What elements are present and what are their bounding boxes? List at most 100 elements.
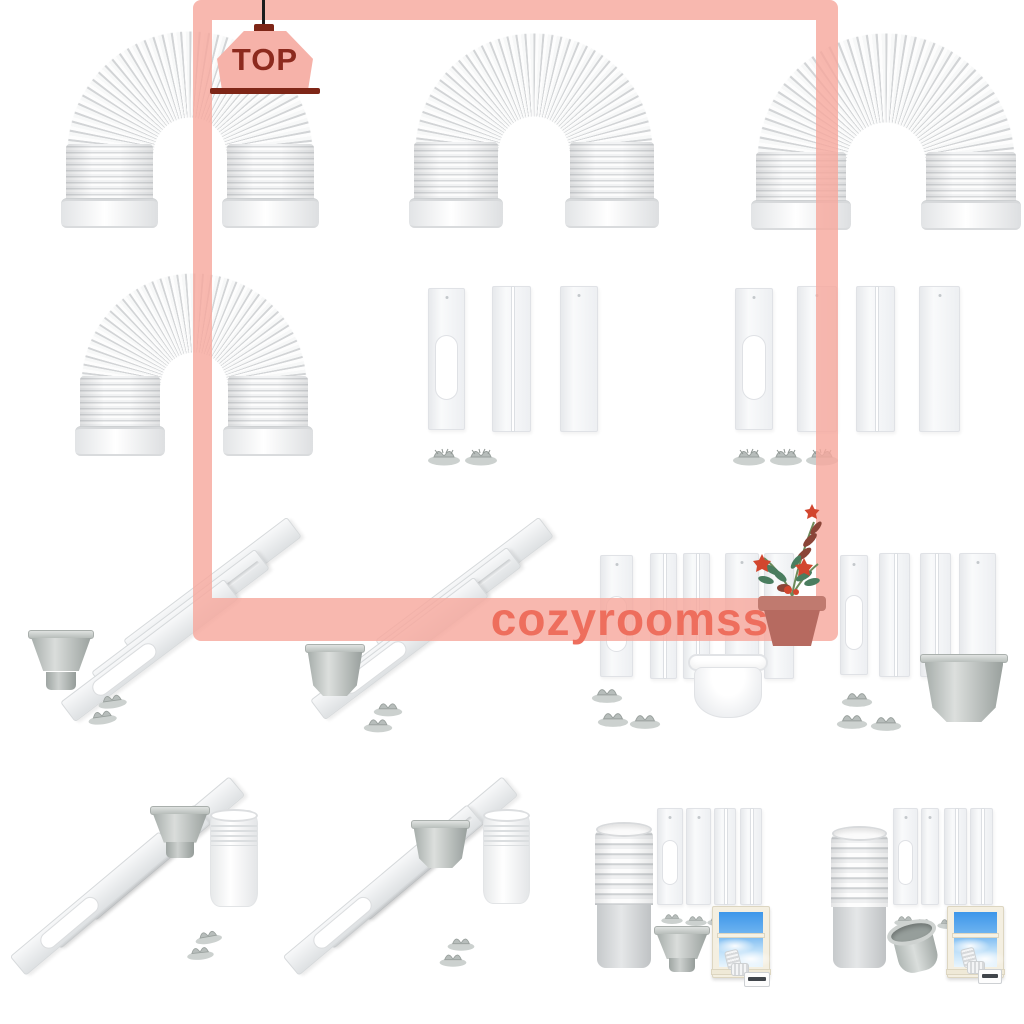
- slide-panel-pair: [714, 808, 736, 905]
- badge-label: TOP: [231, 42, 299, 77]
- slide-panel: [560, 286, 598, 432]
- hose-leg: [921, 152, 1021, 230]
- wing-nut: [733, 448, 765, 466]
- round-vent-adapter: [410, 820, 471, 868]
- wing-nut: [841, 693, 873, 707]
- wing-nut: [597, 713, 629, 727]
- duct-rings: [595, 829, 653, 905]
- white-duct-cylinder: [210, 809, 258, 907]
- wing-nut: [98, 694, 127, 709]
- wing-nut: [447, 938, 475, 951]
- exhaust-outlet-box: [744, 972, 770, 987]
- slide-panel-pair: [492, 286, 531, 432]
- slide-panel-with-port: [893, 808, 918, 905]
- wing-nut: [465, 448, 497, 466]
- hose-cuff: [222, 198, 319, 228]
- wing-nut: [661, 914, 683, 924]
- pink-promo-frame: [193, 0, 838, 641]
- adapter-spout: [45, 672, 77, 690]
- flower-pot-illustration: [753, 504, 826, 646]
- panel-pin-hole: [740, 561, 744, 564]
- adapter-flange: [150, 806, 210, 815]
- wing-nut: [836, 715, 868, 729]
- hose-leg: [222, 144, 319, 228]
- slide-panel-pair: [944, 808, 967, 905]
- duct-mouth: [832, 826, 887, 841]
- wing-nut: [195, 930, 222, 945]
- duct-rings: [831, 833, 888, 907]
- hose-leg: [61, 144, 158, 228]
- standing-exhaust-duct: [831, 826, 888, 968]
- wing-nut: [685, 916, 707, 926]
- hose-cuff: [61, 198, 158, 228]
- wing-nut: [439, 954, 467, 967]
- panel-pin-hole: [577, 294, 581, 297]
- adapter-body: [153, 814, 207, 843]
- standing-exhaust-duct: [595, 822, 653, 968]
- wing-nut: [770, 448, 802, 466]
- panel-pin-hole: [668, 816, 672, 819]
- duct-threads: [484, 822, 529, 846]
- watermark-text: cozyroomss: [490, 593, 770, 645]
- slide-panel-pair: [856, 286, 895, 432]
- hose-leg: [223, 376, 313, 456]
- panel-pin-hole: [445, 296, 448, 299]
- slide-panel-pair: [970, 808, 993, 905]
- white-duct-cylinder: [483, 809, 530, 904]
- adapter-body: [413, 828, 468, 868]
- slide-panel-pair: [879, 553, 910, 677]
- round-vent-adapter: [304, 644, 366, 696]
- wing-nut: [363, 719, 393, 733]
- badge-cap: [254, 24, 274, 33]
- wing-nut: [88, 710, 117, 725]
- badge-lamp: TOP: [217, 31, 313, 89]
- hose-cuff: [565, 198, 659, 228]
- panel-pin-hole: [615, 563, 618, 566]
- wing-nut: [870, 717, 902, 731]
- badge-hanging-line: [262, 0, 265, 26]
- panel-pin-hole: [938, 294, 941, 297]
- adapter-spout: [669, 958, 695, 972]
- duct-threads: [211, 822, 257, 846]
- round-vent-adapter: [920, 654, 1008, 722]
- adapter-rim: [410, 820, 471, 829]
- panel-pin-hole: [928, 816, 932, 819]
- wing-nut: [187, 947, 214, 960]
- round-vent-adapter: [150, 806, 210, 858]
- panel-pin-hole: [752, 296, 756, 299]
- adapter-body: [924, 662, 1004, 722]
- duct-mouth: [596, 822, 652, 837]
- wing-nut: [373, 703, 403, 717]
- slide-panel: [686, 808, 711, 905]
- top-badge: TOP: [210, 0, 320, 100]
- wing-nut: [428, 448, 460, 466]
- exhaust-hose-u-3: [751, 32, 1021, 230]
- panel-pin-hole: [976, 561, 979, 564]
- window-graphic: [946, 906, 1006, 978]
- round-vent-adapter: [654, 926, 710, 972]
- panel-pin-hole: [697, 816, 700, 819]
- exhaust-outlet-box: [978, 969, 1002, 984]
- adapter-body: [656, 934, 708, 960]
- white-oval-vent-adapter: [688, 654, 768, 718]
- hose-cuff: [409, 198, 503, 228]
- duct-lower: [597, 904, 651, 968]
- slide-panel: [919, 286, 960, 432]
- duct-lower: [833, 906, 886, 968]
- duct-mouth: [210, 809, 258, 822]
- adapter-spout: [166, 842, 194, 858]
- wing-nut: [591, 689, 623, 703]
- adapter-body: [307, 652, 363, 696]
- slide-panel-with-port: [428, 288, 465, 430]
- slide-panel-with-port: [840, 555, 868, 675]
- hose-leg: [409, 142, 503, 228]
- window-sash: [717, 932, 765, 938]
- hose-leg: [565, 142, 659, 228]
- adapter-flange: [654, 926, 710, 935]
- adapter-rim: [920, 654, 1008, 663]
- wing-nut: [629, 715, 661, 729]
- exhaust-hose-u-2: [409, 32, 659, 228]
- panel-pin-hole: [904, 816, 907, 819]
- badge-base-bar: [210, 88, 320, 94]
